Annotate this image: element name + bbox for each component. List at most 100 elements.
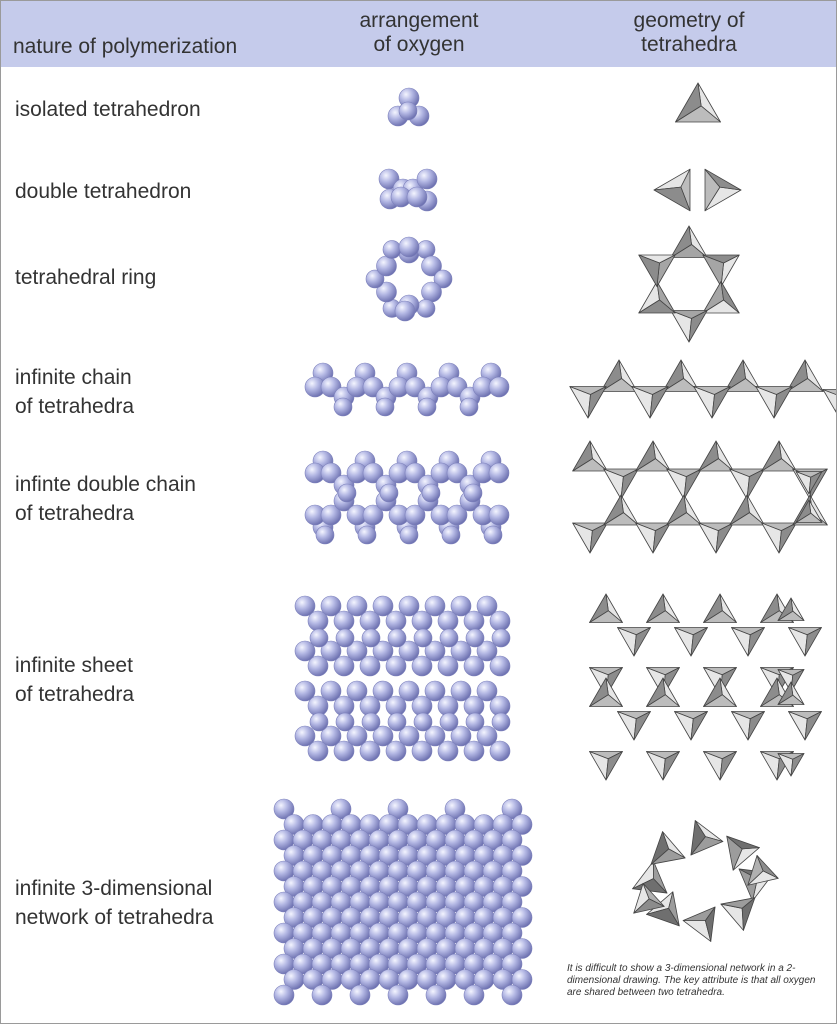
oxygen-sphere — [511, 845, 533, 866]
oxygen-sphere — [501, 829, 523, 851]
tetrahedron-face — [653, 186, 691, 212]
oxygen-sphere — [416, 168, 438, 190]
tetrahedra-geometries — [569, 82, 836, 942]
oxygen-sphere — [463, 483, 483, 503]
header-arrangement-line1: arrangement — [359, 9, 479, 32]
tetrahedron-face — [761, 440, 782, 472]
oxygen-sphere — [511, 876, 533, 897]
oxygen-sphere — [320, 504, 342, 526]
oxygen-sphere — [489, 655, 511, 677]
row-label-sheet: infinite sheet of tetrahedra — [15, 651, 134, 709]
oxygen-sphere — [465, 628, 485, 648]
oxygen-sphere — [273, 984, 295, 1006]
tetrahedron-face — [726, 835, 760, 850]
oxygen-sphere — [359, 740, 381, 762]
oxygen-sphere — [437, 655, 459, 677]
tetrahedron-face — [633, 898, 665, 914]
oxygen-sphere — [362, 504, 384, 526]
oxygen-sphere — [335, 712, 355, 732]
oxygen-sphere — [307, 655, 329, 677]
oxygen-sphere — [320, 595, 342, 617]
oxygen-sphere — [372, 595, 394, 617]
oxygen-sphere — [387, 628, 407, 648]
tetrahedron-face — [600, 359, 622, 392]
tetrahedron-face — [703, 677, 723, 707]
oxygen-sphere — [411, 655, 433, 677]
tetrahedron-face — [675, 82, 702, 123]
oxygen-sphere — [315, 525, 335, 545]
header-geometry-line1: geometry of — [633, 9, 745, 32]
row-label-network: infinite 3-dimensional network of tetrah… — [15, 874, 213, 932]
tetrahedron-face — [589, 522, 608, 554]
tetrahedron-face — [773, 386, 793, 419]
oxygen-sphere — [320, 725, 342, 747]
tetrahedron-face — [741, 897, 756, 931]
oxygen-sphere — [385, 655, 407, 677]
oxygen-sphere — [411, 740, 433, 762]
oxygen-sphere — [421, 483, 441, 503]
tetrahedron-face — [649, 386, 669, 419]
oxygen-sphere — [439, 628, 459, 648]
oxygen-sphere — [398, 101, 418, 121]
row-label-line: of tetrahedra — [15, 502, 135, 525]
tetrahedron-face — [650, 831, 670, 865]
oxygen-sphere — [476, 680, 498, 702]
oxygen-sphere — [424, 680, 446, 702]
oxygen-sphere — [483, 525, 503, 545]
oxygen-sphere — [375, 397, 395, 417]
network-note: It is difficult to show a 3-dimensional … — [567, 963, 816, 998]
oxygen-sphere — [398, 640, 420, 662]
tetrahedron-face — [670, 225, 692, 258]
tetrahedron-face — [605, 751, 623, 781]
row-label-double-chain: infinte double chain of tetrahedra — [15, 470, 196, 528]
oxygen-sphere — [406, 186, 428, 208]
tetrahedron-face — [589, 593, 609, 623]
oxygen-sphere — [376, 255, 397, 277]
oxygen-sphere — [425, 984, 447, 1006]
tetrahedron-face — [760, 677, 780, 707]
oxygen-sphere — [333, 397, 353, 417]
oxygen-sphere — [385, 740, 407, 762]
tetrahedron-face — [690, 627, 708, 657]
tetrahedron-face — [690, 711, 708, 741]
oxygen-sphere — [294, 680, 316, 702]
row-label-line: of tetrahedra — [15, 683, 135, 706]
oxygen-sphere — [424, 640, 446, 662]
oxygen-sphere — [511, 938, 533, 959]
oxygen-sphere — [362, 462, 384, 484]
oxygen-sphere — [398, 725, 420, 747]
row-label-line: double tetrahedron — [15, 180, 192, 203]
tetrahedron-face — [747, 711, 765, 741]
oxygen-sphere — [346, 595, 368, 617]
oxygen-sphere — [511, 969, 533, 990]
tetrahedron-face — [729, 494, 750, 526]
oxygen-sphere — [311, 984, 333, 1006]
tetrahedron-face — [760, 593, 780, 623]
oxygen-sphere — [333, 610, 355, 632]
oxygen-sphere — [424, 725, 446, 747]
oxygen-sphere — [333, 740, 355, 762]
tetrahedron-face — [633, 711, 651, 741]
oxygen-sphere — [387, 984, 409, 1006]
oxygen-sphere — [309, 712, 329, 732]
oxygen-sphere — [441, 525, 461, 545]
tetrahedron-face — [790, 753, 805, 777]
header-polymerization: nature of polymerization — [13, 35, 237, 59]
oxygen-sphere — [488, 504, 510, 526]
header-geometry: geometry of tetrahedra — [589, 9, 789, 57]
tetrahedron-face — [572, 440, 593, 472]
oxygen-sphere — [463, 740, 485, 762]
tetrahedron-face — [620, 468, 639, 500]
oxygen-sphere — [489, 610, 511, 632]
oxygen-sphere — [450, 595, 472, 617]
oxygen-sphere — [446, 504, 468, 526]
oxygen-sphere — [421, 281, 442, 303]
oxygen-sphere — [491, 712, 511, 732]
oxygen-sphere — [488, 462, 510, 484]
tetrahedron-face — [633, 627, 651, 657]
tetrahedron-face — [804, 711, 822, 741]
oxygen-sphere — [320, 680, 342, 702]
tetrahedron-face — [715, 522, 734, 554]
tetrahedron-face — [704, 168, 742, 191]
